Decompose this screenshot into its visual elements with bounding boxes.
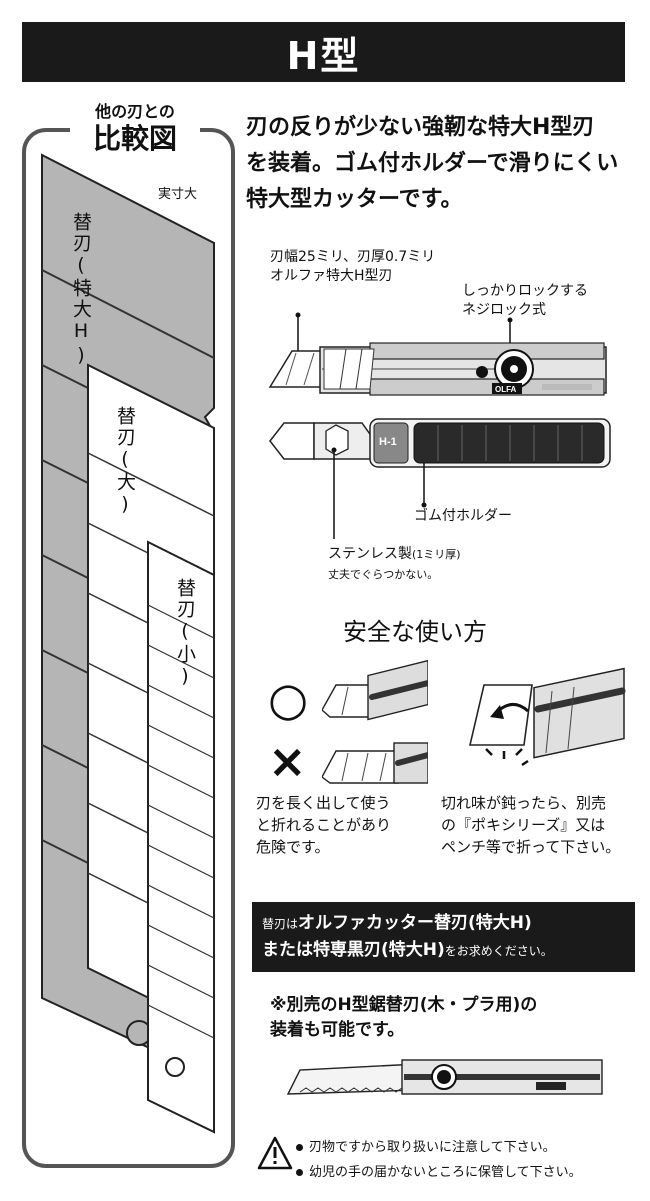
safety-title: 安全な使い方 <box>343 618 487 646</box>
saw-cutter-illustration <box>286 1059 603 1095</box>
ok-symbol: ○ <box>268 672 309 726</box>
info-line1: 替刃はオルファカッター替刃(特大H) <box>262 910 625 937</box>
saw-note-line1: ※別売のH型鋸替刃(木・プラ用)の <box>270 995 538 1015</box>
warning-line: 幼児の手の届かないところに保管して下さい。 <box>296 1161 582 1180</box>
info-lead: 替刃は <box>262 917 299 931</box>
correct-usage <box>322 659 428 721</box>
warning-icon <box>257 1136 293 1170</box>
side-brand-mark: OLFA <box>495 385 517 394</box>
lock-line1: しっかりロックする <box>462 283 588 299</box>
safety-comparison-illustration <box>322 659 428 784</box>
comparison-title: 他の刃との 比較図 <box>70 102 200 156</box>
warning-line: 刃物ですから取り扱いに注意して下さい。 <box>296 1136 556 1155</box>
info-product-1: オルファカッター替刃(特大H) <box>298 913 532 933</box>
lock-line2: ネジロック式 <box>462 302 546 318</box>
label-extra-large-blade: 替刃(特大H) <box>70 212 92 368</box>
product-description: 刃の反りが少ない強靭な特大H型刃 を装着。ゴム付ホルダーで滑りにくい 特大型カッ… <box>246 110 636 218</box>
ng-symbol: × <box>268 734 307 788</box>
bullet-icon <box>296 1144 303 1151</box>
holder-callout: ゴム付ホルダー <box>414 508 512 524</box>
label-large-blade: 替刃(大) <box>114 406 136 517</box>
cutter-top-view: H-1 <box>269 418 611 468</box>
note-line: 危険です。 <box>256 838 330 856</box>
description-line: を装着。ゴム付ホルダーで滑りにくい <box>246 151 619 176</box>
stainless-label: ステンレス製 <box>328 546 412 562</box>
wrong-usage <box>322 742 428 784</box>
scale-note: 実寸大 <box>158 187 198 202</box>
bullet-icon <box>296 1169 303 1176</box>
stainless-sub-callout: 丈夫でぐらつかない。 <box>328 568 439 581</box>
top-model-mark: H-1 <box>379 436 397 448</box>
blade-spec-callout: 刃幅25ミリ、刃厚0.7ミリ オルファ特大H型刃 <box>270 248 435 286</box>
stainless-callout: ステンレス製(1ミリ厚) <box>328 545 461 564</box>
blade-spec-line1: 刃幅25ミリ、刃厚0.7ミリ <box>270 249 436 265</box>
comparison-title-line2: 比較図 <box>92 122 177 155</box>
snap-burst <box>485 748 529 767</box>
page-title: H型 <box>286 33 361 78</box>
warning-text: 刃物ですから取り扱いに注意して下さい。 <box>309 1140 556 1155</box>
info-product-2: または特専黒刃(特大H) <box>262 940 445 960</box>
page-title-bar: H型 <box>22 22 625 82</box>
description-line: 特大型カッターです。 <box>246 187 463 212</box>
blade-spec-line2: オルファ特大H型刃 <box>270 268 393 284</box>
safety-left-note: 刃を長く出して使う と折れることがあり 危険です。 <box>256 792 391 858</box>
saw-note-line2: 装着も可能です。 <box>270 1020 405 1040</box>
blade-comparison-illustration <box>41 153 215 1134</box>
stainless-thickness: (1ミリ厚) <box>412 548 461 561</box>
warning-text: 幼児の手の届かないところに保管して下さい。 <box>309 1165 582 1180</box>
info-line2: または特専黒刃(特大H)をお求めください。 <box>262 937 625 964</box>
note-line: ペンチ等で折って下さい。 <box>441 838 621 856</box>
note-line: の『ポキシリーズ』又は <box>441 816 606 834</box>
lock-callout: しっかりロックする ネジロック式 <box>462 282 588 320</box>
description-line: 刃の反りが少ない強靭な特大H型刃 <box>246 115 595 140</box>
info-tail: をお求めください。 <box>444 944 553 958</box>
blade-snapping-illustration <box>468 667 626 767</box>
note-line: 刃を長く出して使う <box>256 794 391 812</box>
saw-blade-note: ※別売のH型鋸替刃(木・プラ用)の 装着も可能です。 <box>270 993 630 1043</box>
note-line: と折れることがあり <box>256 816 392 834</box>
label-small-blade: 替刃(小) <box>174 578 196 689</box>
safety-right-note: 切れ味が鈍ったら、別売 の『ポキシリーズ』又は ペンチ等で折って下さい。 <box>441 792 620 858</box>
comparison-title-line1: 他の刃との <box>95 102 175 121</box>
replacement-blade-info: 替刃はオルファカッター替刃(特大H) または特専黒刃(特大H)をお求めください。 <box>252 902 635 972</box>
cutter-side-view: OLFA <box>268 342 607 396</box>
small-blade <box>147 540 215 1134</box>
note-line: 切れ味が鈍ったら、別売 <box>441 794 607 812</box>
cutter-illustration: OLFA H-1 <box>268 312 611 539</box>
